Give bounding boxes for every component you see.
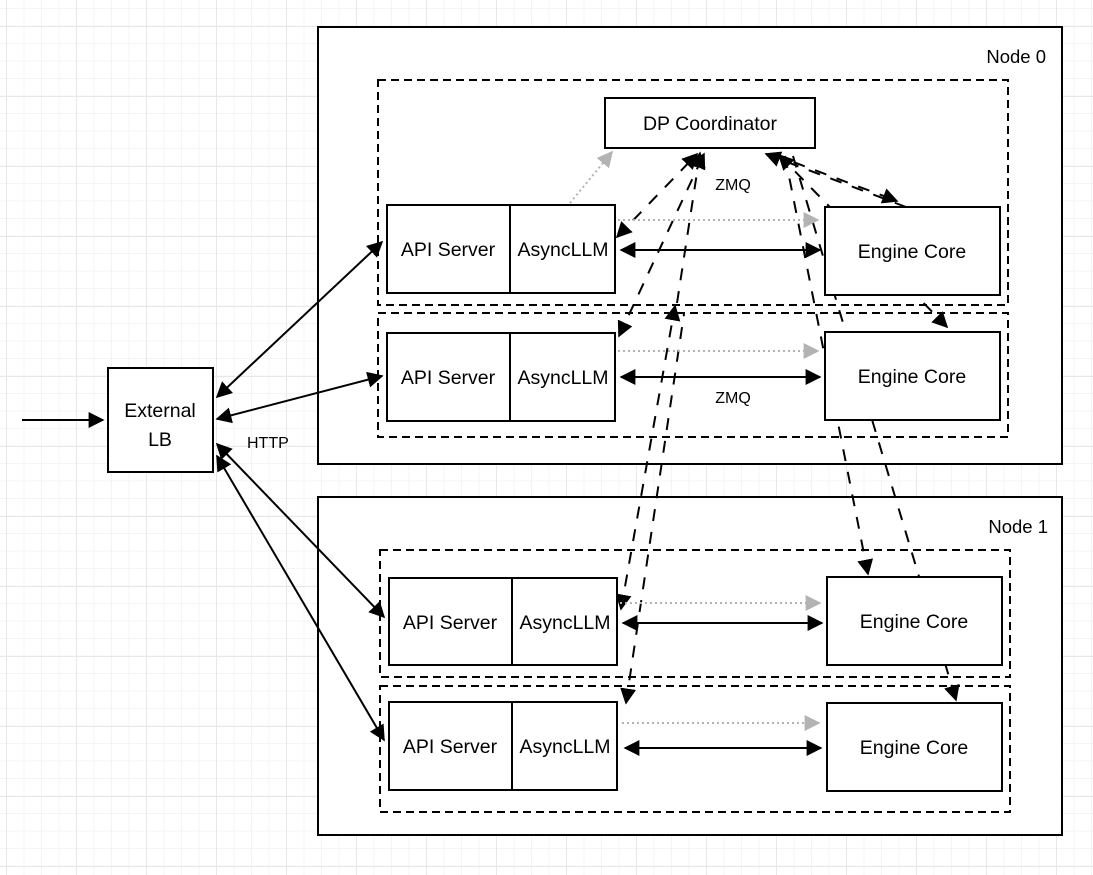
edge-lb-api1: [215, 240, 384, 399]
engine-core-4-box: [826, 702, 1003, 792]
engine-core-2-box: [824, 331, 1001, 421]
async-llm-4-label: AsyncLLM: [519, 736, 610, 758]
external-lb-label-line2: LB: [148, 429, 172, 451]
engine-core-4-label: Engine Core: [860, 737, 968, 759]
api-server-2-label: API Server: [401, 367, 496, 389]
api-server-3-box: [388, 577, 618, 666]
api-server-1-label: API Server: [401, 239, 496, 261]
engine-core-3-box: [826, 576, 1003, 666]
edge-dp-asyncllm3-lower: [615, 304, 681, 611]
edge-asyncllm1-dp-gray: [569, 150, 614, 204]
edge-lb-api2: [215, 371, 384, 424]
node0-title: Node 0: [986, 46, 1046, 67]
http-edge-label: HTTP: [247, 435, 289, 452]
zmq-engine-label: ZMQ: [715, 390, 751, 407]
async-llm-1-label: AsyncLLM: [517, 239, 608, 261]
edge-asyncllm3-dp-upper: [676, 151, 706, 304]
engine-core-2-label: Engine Core: [858, 366, 966, 388]
external-lb-label-line1: External: [124, 400, 196, 422]
async-llm-3-label: AsyncLLM: [519, 612, 610, 634]
node1-title: Node 1: [988, 516, 1048, 537]
external-lb-box: [107, 367, 214, 473]
api-server-4-box: [388, 701, 618, 791]
api-server-3-label: API Server: [403, 612, 498, 634]
node1-rank1-container: [379, 685, 1011, 813]
engine-core-3-label: Engine Core: [860, 611, 968, 633]
api-server-1-box: [386, 204, 616, 294]
engine-core-1-label: Engine Core: [858, 241, 966, 263]
async-llm-2-label: AsyncLLM: [517, 367, 608, 389]
dp-coordinator-label: DP Coordinator: [643, 113, 778, 135]
api-server-4-label: API Server: [403, 736, 498, 758]
engine-core-1-box: [824, 206, 1001, 296]
dp-coordinator-box: [604, 97, 816, 149]
edge-lb-api4: [216, 454, 385, 742]
api-server-2-box: [386, 332, 616, 422]
zmq-coordinator-label: ZMQ: [715, 177, 751, 194]
